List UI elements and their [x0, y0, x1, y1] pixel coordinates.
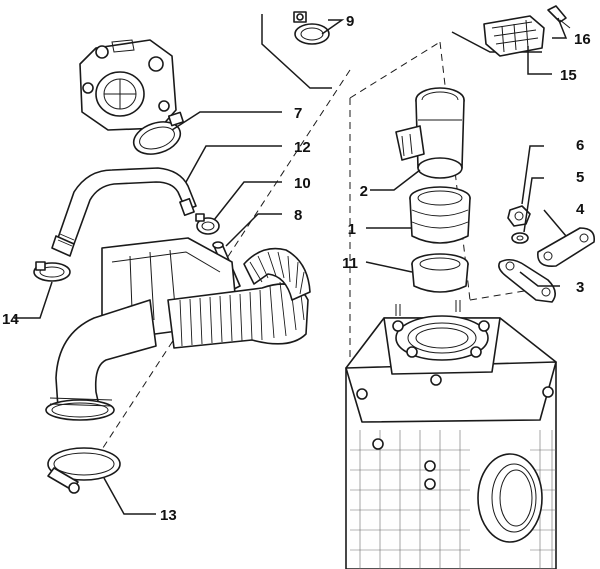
leader-lines [14, 17, 568, 515]
callout-12: 12 [294, 139, 311, 156]
callout-13: 13 [160, 507, 177, 524]
air-filter-housing [345, 300, 557, 569]
air-intake-duct [45, 237, 311, 421]
callout-3: 3 [576, 279, 584, 296]
electrical-connector-15 [483, 15, 545, 57]
terminal-pin-16 [547, 5, 571, 29]
hose-clamp-14 [33, 261, 71, 282]
nut-6 [507, 205, 531, 227]
callout-8: 8 [294, 207, 302, 224]
callout-9: 9 [346, 13, 354, 30]
hose-clamp-9 [293, 11, 330, 45]
rubber-seal-1 [409, 186, 471, 244]
callout-16: 16 [574, 31, 591, 48]
callout-14: 14 [2, 311, 19, 328]
breather-pipe [51, 167, 197, 257]
callout-15: 15 [560, 67, 577, 84]
callout-6: 6 [576, 137, 584, 154]
washer-5 [511, 232, 529, 244]
callout-10: 10 [294, 175, 311, 192]
throttle-body [79, 39, 177, 131]
callout-1: 1 [348, 221, 356, 238]
plate-3 [498, 258, 556, 303]
air-flow-meter [395, 87, 465, 179]
callout-2: 2 [360, 183, 368, 200]
callout-5: 5 [576, 169, 584, 186]
hose-clamp-7 [132, 111, 185, 155]
callout-4: 4 [576, 201, 585, 218]
callout-7: 7 [294, 105, 302, 122]
callout-11: 11 [342, 255, 358, 272]
callout-labels: 1 2 3 4 5 6 7 8 9 10 11 12 13 14 15 16 [2, 13, 591, 524]
bracket-4 [537, 227, 596, 268]
small-clamp-10 [195, 213, 220, 235]
sealing-ring-11 [411, 253, 469, 293]
hose-clamp-13 [47, 447, 121, 494]
